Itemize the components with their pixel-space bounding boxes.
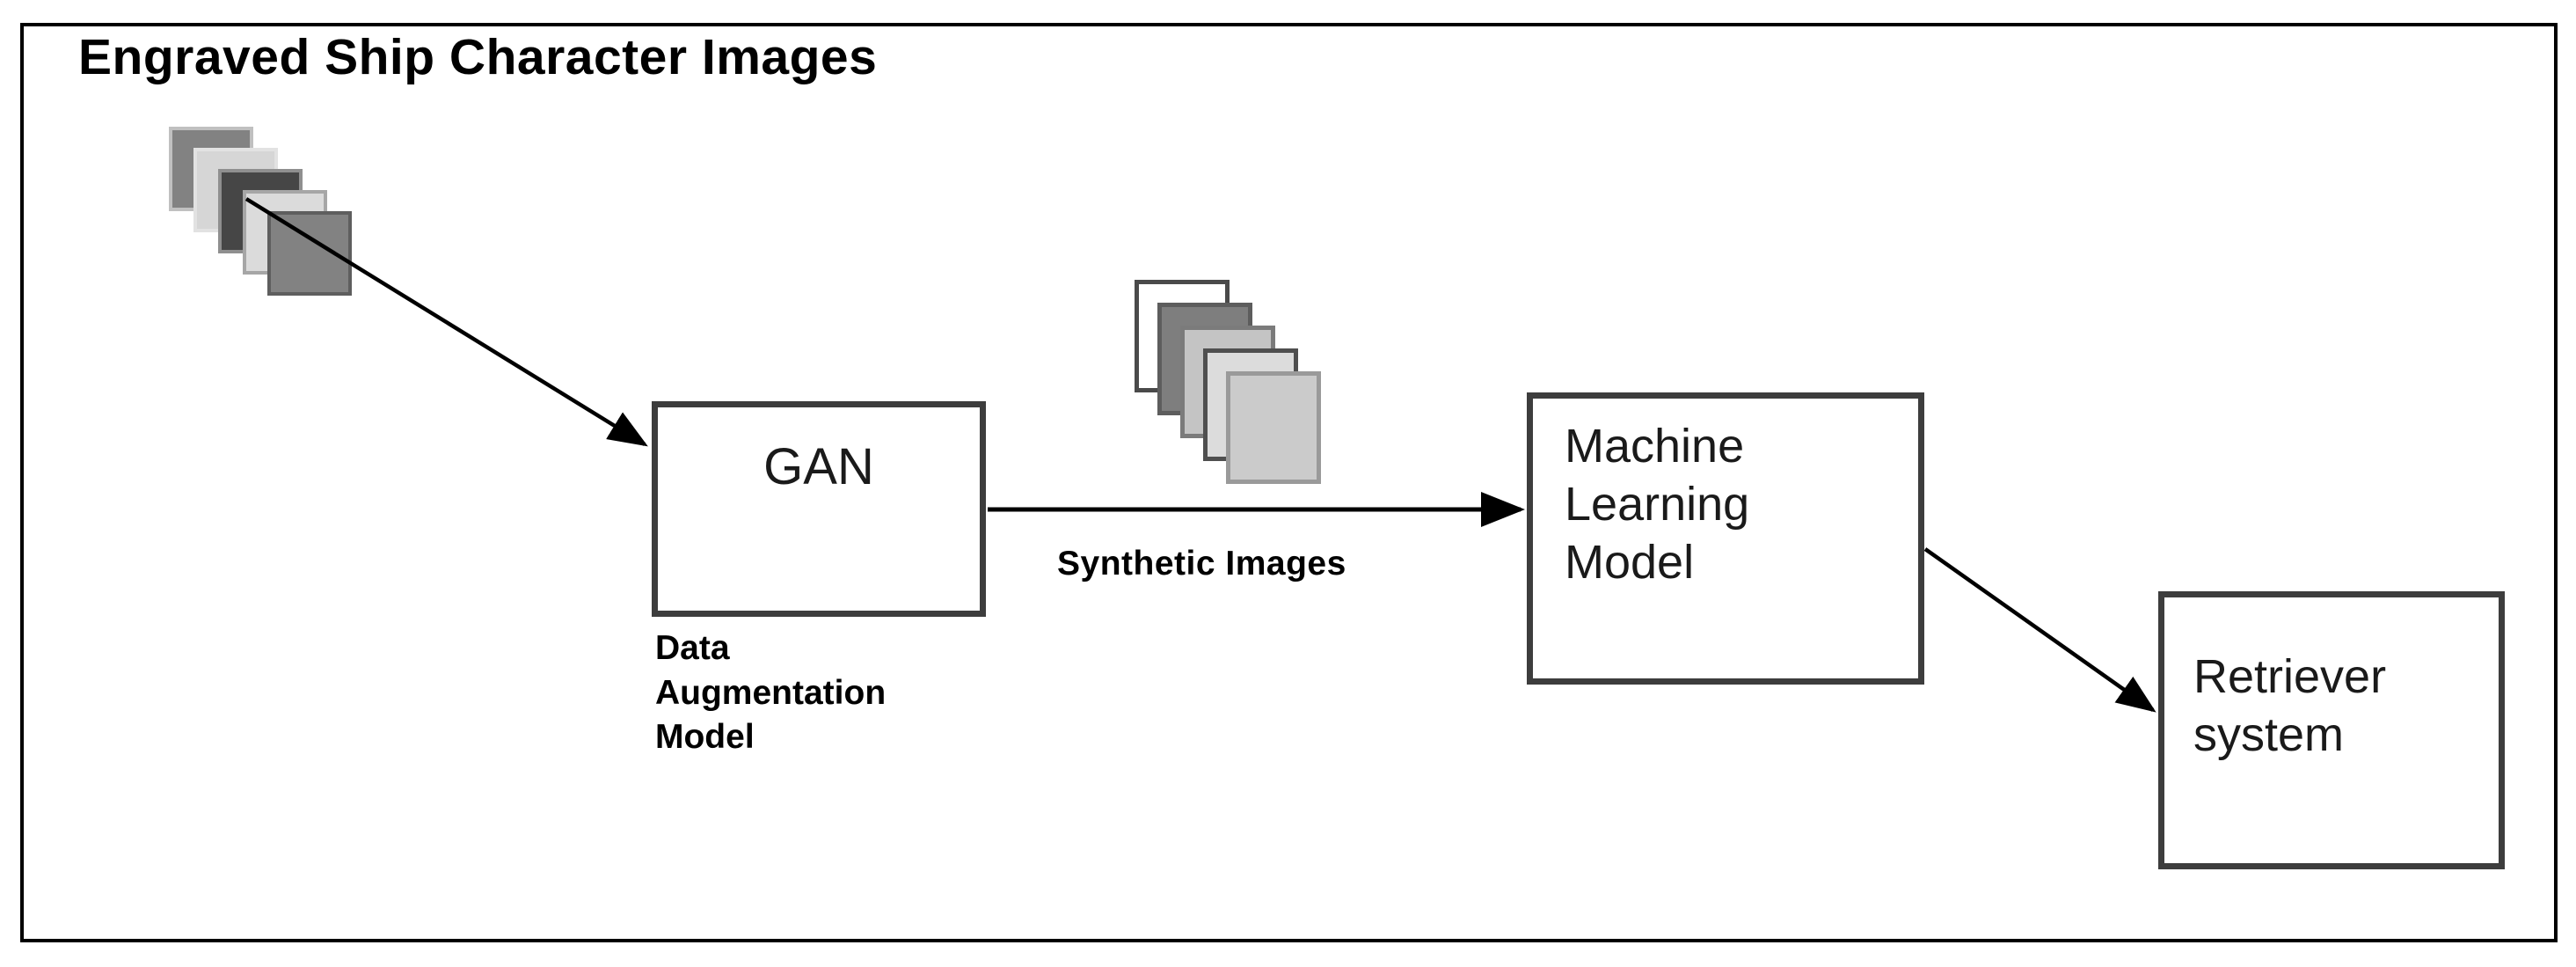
engraved-images-stack [169,127,450,329]
engraved-card-5 [267,211,352,296]
edge-label-synthetic-images: Synthetic Images [1057,545,1346,582]
node-machine-learning-model: Machine Learning Model [1527,392,1924,685]
synthetic-card-5 [1226,371,1321,484]
diagram-title: Engraved Ship Character Images [78,29,878,85]
synthetic-images-stack [1135,280,1390,509]
diagram-frame: Engraved Ship Character Images GAN Data … [20,23,2558,942]
diagram-canvas: Engraved Ship Character Images GAN Data … [24,26,2554,939]
node-gan-caption: Data Augmentation Model [655,629,887,757]
node-retriever-system: Retriever system [2158,591,2505,869]
arrow-ml-to-retriever [1923,547,2156,713]
node-gan-label: GAN [763,438,874,495]
node-machine-learning-model-label: Machine Learning Model [1565,420,1750,589]
node-gan: GAN [652,401,986,617]
node-retriever-system-label: Retriever system [2193,650,2387,761]
